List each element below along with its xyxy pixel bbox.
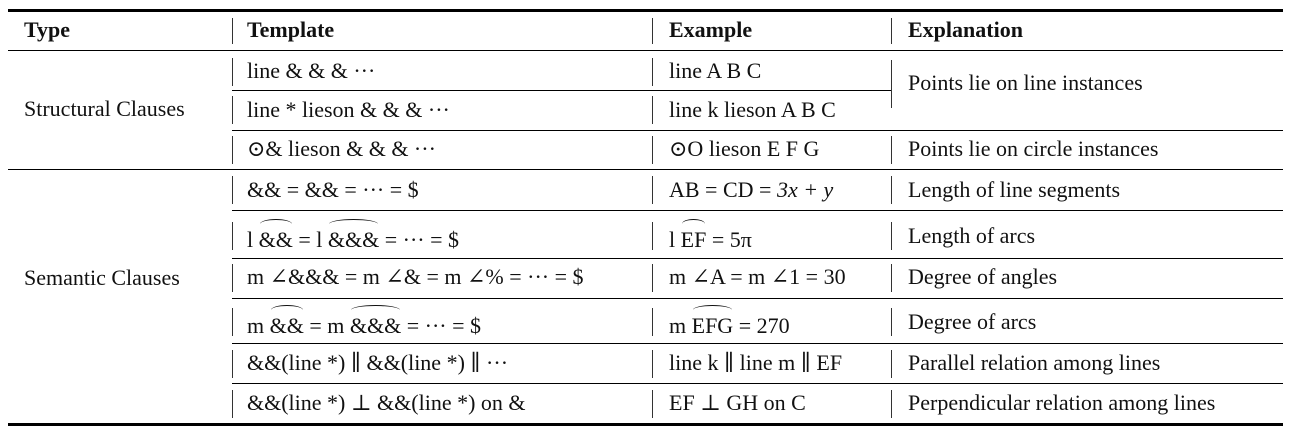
col-divider (232, 176, 233, 204)
example-cell: line k lieson A B C (669, 97, 836, 122)
row-rule (232, 210, 1283, 211)
col-divider (891, 350, 892, 378)
template-cell: l && = l &&& = ··· = $ (247, 219, 460, 254)
col-divider (891, 222, 892, 250)
example-text: l (669, 227, 681, 252)
example-text: m (669, 313, 692, 338)
group-structural-clauses: Structural Clauses (24, 96, 185, 121)
explanation-cell-merged: Points lie on line instances (908, 70, 1143, 95)
example-cell: m ∠A = m ∠1 = 30 (669, 264, 846, 289)
template-text: m (247, 313, 270, 338)
template-cell: m ∠&&& = m ∠& = m ∠% = ··· = $ (247, 264, 584, 289)
col-divider (232, 136, 233, 164)
top-rule (8, 9, 1283, 12)
arc-notation: && (259, 219, 293, 254)
col-divider (232, 222, 233, 250)
template-text: = ··· = $ (379, 227, 460, 252)
group-semantic-clauses: Semantic Clauses (24, 265, 180, 290)
explanation-cell: Degree of arcs (908, 309, 1037, 334)
example-cell: AB = CD = 3x + y (669, 176, 833, 204)
col-divider (891, 60, 892, 108)
col-divider (652, 176, 653, 204)
col-divider (891, 18, 892, 44)
explanation-cell: Degree of angles (908, 264, 1058, 289)
example-cell: EF ⊥ GH on C (669, 390, 806, 415)
col-divider (891, 390, 892, 418)
template-cell: m && = m &&& = ··· = $ (247, 305, 482, 340)
template-cell: line * lieson & & & ··· (247, 97, 450, 122)
col-divider (891, 264, 892, 292)
bottom-rule (8, 423, 1283, 426)
col-divider (652, 264, 653, 292)
col-divider (652, 222, 653, 250)
explanation-cell: Length of line segments (908, 177, 1121, 202)
template-cell: line & & & ··· (247, 58, 376, 83)
explanation-cell: Length of arcs (908, 223, 1036, 248)
template-cell: ⊙& lieson & & & ··· (247, 136, 436, 161)
example-cell: line k ∥ line m ∥ EF (669, 350, 843, 375)
header-rule (8, 50, 1283, 51)
template-cell: &&(line *) ∥ &&(line *) ∥ ··· (247, 350, 509, 375)
col-divider (232, 308, 233, 336)
col-divider (652, 136, 653, 164)
example-math: 3x + y (776, 177, 834, 202)
template-text: = ··· = $ (401, 313, 482, 338)
template-text: = m (303, 313, 350, 338)
template-cell: && = && = ··· = $ (247, 177, 419, 202)
arc-notation: &&& (328, 219, 379, 254)
row-rule (232, 383, 1283, 384)
row-rule (232, 90, 892, 91)
row-rule (232, 343, 1283, 344)
col-divider (891, 136, 892, 164)
example-text: = 270 (733, 313, 790, 338)
example-cell: m EFG = 270 (669, 305, 790, 340)
group-rule (8, 169, 1283, 170)
arc-notation: &&& (350, 305, 401, 340)
example-text: = 5π (706, 227, 752, 252)
explanation-cell: Perpendicular relation among lines (908, 390, 1216, 415)
template-text: l (247, 227, 259, 252)
template-cell: &&(line *) ⊥ &&(line *) on & (247, 390, 526, 415)
col-divider (232, 58, 233, 86)
arc-notation: EFG (692, 305, 733, 340)
col-divider (891, 308, 892, 336)
col-divider (232, 390, 233, 418)
col-divider (652, 350, 653, 378)
explanation-cell: Points lie on circle instances (908, 136, 1159, 161)
row-rule (232, 130, 1283, 131)
col-divider (652, 96, 653, 124)
col-divider (232, 96, 233, 124)
example-cell: l EF = 5π (669, 219, 752, 254)
col-divider (232, 18, 233, 44)
row-rule (232, 298, 1283, 299)
col-divider (652, 18, 653, 44)
col-divider (652, 308, 653, 336)
example-cell: ⊙O lieson E F G (669, 136, 820, 161)
arc-notation: EF (681, 219, 706, 254)
col-divider (652, 390, 653, 418)
col-divider (652, 58, 653, 86)
header-type: Type (24, 17, 71, 42)
header-explanation: Explanation (908, 17, 1023, 42)
col-divider (232, 350, 233, 378)
arc-notation: && (270, 305, 304, 340)
example-cell: line A B C (669, 58, 762, 83)
col-divider (891, 176, 892, 204)
template-text: = l (292, 227, 328, 252)
header-template: Template (247, 17, 335, 42)
col-divider (232, 264, 233, 292)
explanation-cell: Parallel relation among lines (908, 350, 1161, 375)
header-example: Example (669, 17, 753, 42)
example-text: AB = CD = (669, 177, 777, 202)
row-rule (232, 258, 1283, 259)
